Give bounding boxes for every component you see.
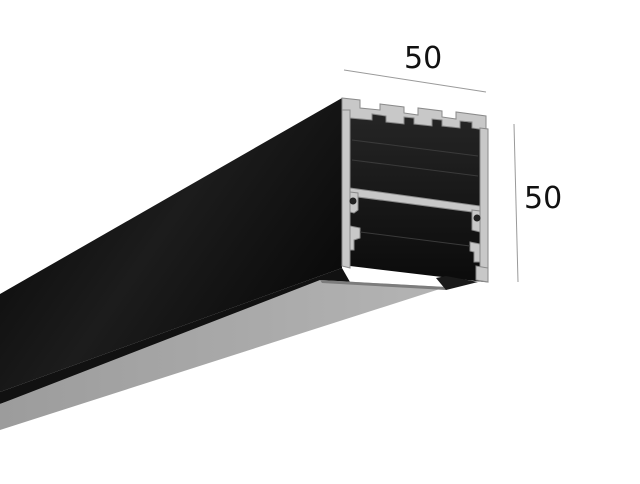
dimension-line-width [343,69,487,93]
dimension-line-height [513,123,519,283]
diffuser-strip [0,280,446,430]
profile-side-face [0,98,342,392]
profile-cross-section [341,97,489,283]
profile-cavity [350,108,484,282]
cavity-grooves [351,139,479,247]
dimension-width-label: 50 [404,41,443,76]
diffuser-edge [320,280,446,290]
profile-bottom-lip [0,268,350,404]
dimension-height-label: 50 [524,181,563,216]
profile-end-shadow [436,276,478,290]
